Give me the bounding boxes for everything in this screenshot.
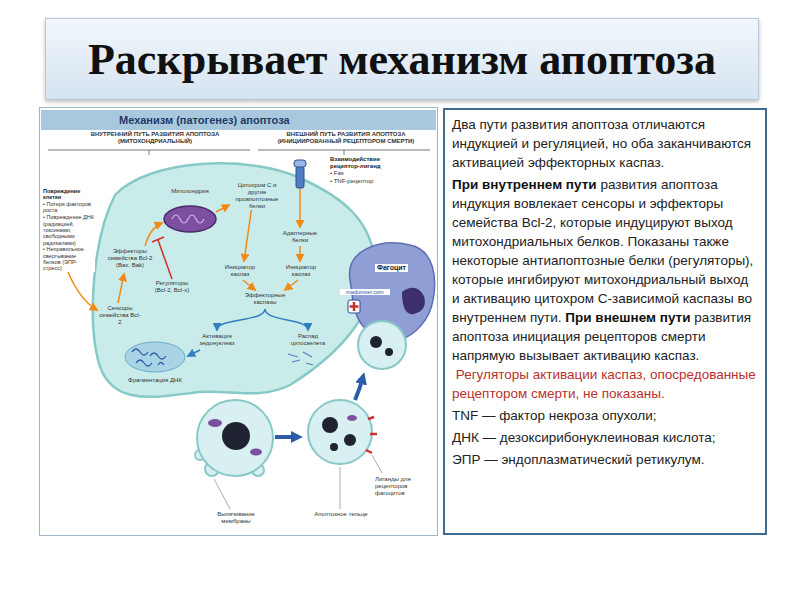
diagram-label: Лиганды для рецепторов фагоцитов xyxy=(375,476,433,497)
label-holder: Инициатор каспаз xyxy=(282,264,320,278)
diagram-label: • Потеря факторов роста xyxy=(43,201,95,214)
figure-heading: Механизм (патогенез) апоптоза xyxy=(41,110,436,130)
label-holder: Выпячивание мембраны xyxy=(205,511,267,525)
diagram-label: Эффекторы семейства Bcl-2 (Bax, Bak) xyxy=(106,248,154,269)
label-holder: • TNF-рецептор xyxy=(330,178,392,185)
diagram-label: Взаимодействие рецептор-лиганд xyxy=(330,156,392,170)
label-holder: Лиганды для рецепторов фагоцитов xyxy=(375,476,433,497)
diagram-label: Митохондрия xyxy=(163,188,217,195)
text-segment: При внешнем пути xyxy=(565,310,690,325)
diagram-label: Сенсоры семейства Bcl-2 xyxy=(99,305,141,326)
label-holder: meduniver.com xyxy=(340,289,390,295)
diagram-label: Повреждение клетки xyxy=(43,188,95,201)
diagram-label: Фрагментация ДНК xyxy=(128,377,182,384)
figure-panel: Фагоцит Механизм (патогенез) апоптозаВНУТ… xyxy=(40,108,437,535)
phagocyte-label: Фагоцит xyxy=(375,264,408,272)
label-holder: Адаптерные белки xyxy=(278,230,322,244)
label-holder: Эффекторы семейства Bcl-2 (Bax, Bak) xyxy=(106,248,154,269)
label-holder: Повреждение клетки xyxy=(43,188,95,201)
diagram-label: Инициатор каспаз xyxy=(282,264,320,278)
diagram-label: Цитохром С и другие проапоптозные белки xyxy=(232,182,282,210)
label-holder: Сенсоры семейства Bcl-2 xyxy=(99,305,141,326)
diagram-label: • Неправильное свертывание белков (ЭПР-с… xyxy=(43,246,95,271)
label-holder: Активация эндонуклеаз xyxy=(193,333,241,347)
diagram-label: meduniver.com xyxy=(340,289,390,295)
label-holder: • Потеря факторов роста xyxy=(43,201,95,214)
diagram-label: Инициатор каспаз xyxy=(221,264,259,278)
paragraph: При внутреннем путиразвития апоптоза инд… xyxy=(452,175,758,403)
diagram-label: Активация эндонуклеаз xyxy=(193,333,241,347)
diagram-label: • Fas xyxy=(330,170,392,177)
paragraph: Два пути развития апоптоза отличаются ин… xyxy=(452,115,758,172)
phagocyte-outline xyxy=(345,240,437,380)
label-holder: • Fas xyxy=(330,170,392,177)
text-segment: развития апоптоза индукция вовлекает сен… xyxy=(452,177,753,325)
diagram-label: • Повреждение ДНК (радиацией, токсинами,… xyxy=(43,214,95,246)
text-segment: TNF — фактор некроза опухоли; xyxy=(452,408,656,423)
label-holder: Эффекторные каспазы xyxy=(238,292,292,306)
text-segment: Регуляторы активации каспаз, опосредован… xyxy=(452,367,756,401)
diagram-label: Выпячивание мембраны xyxy=(205,511,267,525)
label-holder: Фрагментация ДНК xyxy=(128,377,182,384)
label-holder: Цитохром С и другие проапоптозные белки xyxy=(232,182,282,210)
text-box: Два пути развития апоптоза отличаются ин… xyxy=(443,108,767,535)
diagram-label: • TNF-рецептор xyxy=(330,178,392,185)
label-holder: Митохондрия xyxy=(163,188,217,195)
paragraph: ДНК — дезоксирибонуклеиновая кислота; xyxy=(452,428,758,447)
label-holder: • Неправильное свертывание белков (ЭПР-с… xyxy=(43,246,95,271)
diagram-label: Адаптерные белки xyxy=(278,230,322,244)
title-band: Раскрывает механизм апоптоза xyxy=(45,18,759,100)
paragraph: ЭПР — эндоплазматический ретикулум. xyxy=(452,450,758,469)
diagram-label: ВНЕШНИЙ ПУТЬ РАЗВИТИЯ АПОПТОЗА (ИНИЦИИРО… xyxy=(260,131,432,145)
label-holder: Регуляторы (Bcl-2, Bcl-x) xyxy=(150,280,194,294)
label-holder: Распад цитоскелета xyxy=(284,333,332,347)
label-holder: Апоптозное тельце xyxy=(310,511,372,518)
paragraph: TNF — фактор некроза опухоли; xyxy=(452,406,758,425)
label-holder: Взаимодействие рецептор-лиганд xyxy=(330,156,392,170)
diagram-label: Регуляторы (Bcl-2, Bcl-x) xyxy=(150,280,194,294)
diagram-label: Эффекторные каспазы xyxy=(238,292,292,306)
slide-title: Раскрывает механизм апоптоза xyxy=(88,34,716,85)
diagram-label: ВНУТРЕННИЙ ПУТЬ РАЗВИТИЯ АПОПТОЗА (МИТОХ… xyxy=(70,131,240,145)
phagocyte-cell: Фагоцит xyxy=(345,240,437,380)
text-segment: ЭПР — эндоплазматический ретикулум. xyxy=(452,452,704,467)
text-segment: Два пути развития апоптоза отличаются ин… xyxy=(452,117,751,170)
diagram-label: Апоптозное тельце xyxy=(310,511,372,518)
label-holder: • Повреждение ДНК (радиацией, токсинами,… xyxy=(43,214,95,246)
label-holder: Инициатор каспаз xyxy=(221,264,259,278)
text-segment: При внутреннем пути xyxy=(452,177,597,192)
diagram-label: Распад цитоскелета xyxy=(284,333,332,347)
label-holder: ВНЕШНИЙ ПУТЬ РАЗВИТИЯ АПОПТОЗА (ИНИЦИИРО… xyxy=(260,131,432,145)
label-holder: ВНУТРЕННИЙ ПУТЬ РАЗВИТИЯ АПОПТОЗА (МИТОХ… xyxy=(70,131,240,145)
text-segment: ДНК — дезоксирибонуклеиновая кислота; xyxy=(452,430,716,445)
